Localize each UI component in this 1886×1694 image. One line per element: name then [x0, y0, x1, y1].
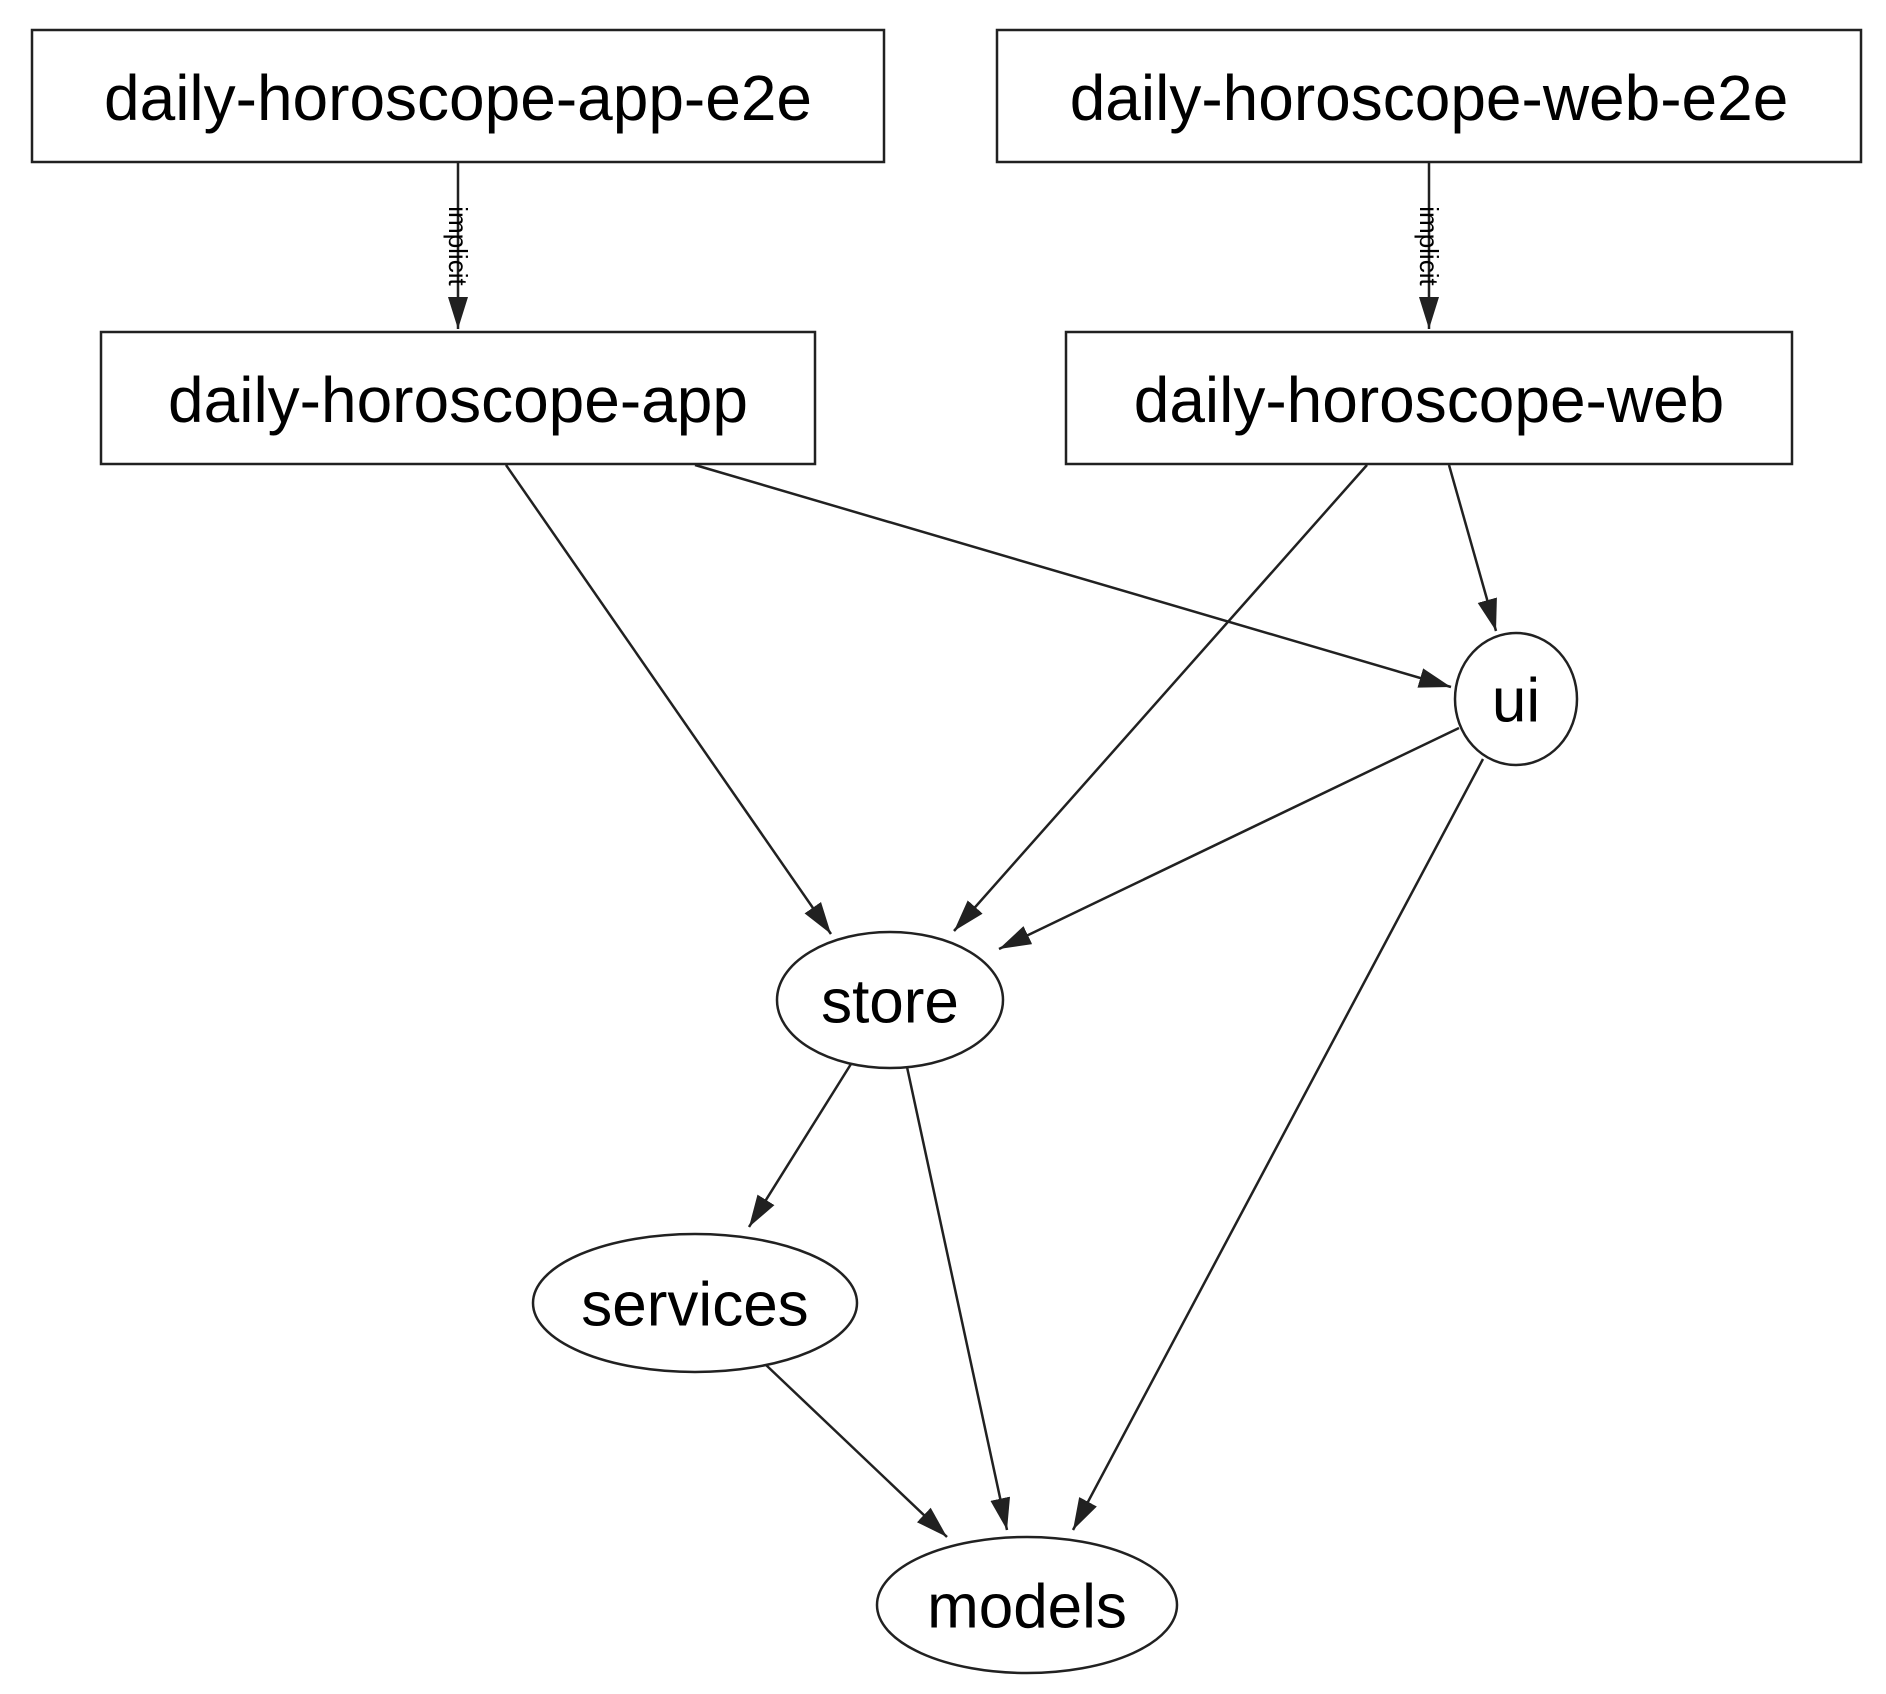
- node-ellipse-models: [875, 1535, 1179, 1675]
- node-daily-horoscope-app: daily-horoscope-app: [99, 330, 817, 466]
- node-daily-horoscope-web-e2e: daily-horoscope-web-e2e: [995, 28, 1863, 164]
- node-box-daily-horoscope-web-e2e: [995, 28, 1863, 164]
- node-label-ui: ui: [1492, 667, 1540, 736]
- edge-label-implicit-app: implicit: [443, 206, 473, 286]
- edges: [448, 162, 1498, 1538]
- edge-ui-to-models: [1071, 758, 1485, 1531]
- edge-store-to-services: [747, 1063, 853, 1228]
- node-daily-horoscope-web: daily-horoscope-web: [1064, 330, 1794, 466]
- node-label-daily-horoscope-app-e2e: daily-horoscope-app-e2e: [104, 62, 812, 134]
- edge-label-implicit-web: implicit: [1414, 206, 1444, 286]
- node-store: store: [775, 930, 1005, 1070]
- edge-services-to-models: [765, 1364, 948, 1538]
- node-box-daily-horoscope-app: [99, 330, 817, 466]
- node-models: models: [875, 1535, 1179, 1675]
- node-box-daily-horoscope-web: [1064, 330, 1794, 466]
- edge-store-to-models: [905, 1066, 1011, 1531]
- edge-app-to-store: [504, 464, 833, 935]
- edge-app-to-ui: [694, 463, 1452, 689]
- edge-web-to-store: [953, 464, 1368, 932]
- edge-web-to-ui: [1447, 464, 1498, 632]
- edge-labels: implicit implicit: [443, 206, 1444, 286]
- node-label-services: services: [581, 1271, 808, 1340]
- nodes: daily-horoscope-app-e2e daily-horoscope-…: [30, 28, 1863, 1675]
- node-ellipse-services: [531, 1232, 859, 1374]
- edge-ui-to-store: [998, 726, 1460, 951]
- node-ellipse-ui: [1453, 631, 1579, 767]
- node-label-daily-horoscope-app: daily-horoscope-app: [168, 364, 748, 436]
- node-services: services: [531, 1232, 859, 1374]
- node-box-daily-horoscope-app-e2e: [30, 28, 886, 164]
- node-label-store: store: [821, 968, 959, 1037]
- node-label-models: models: [927, 1573, 1127, 1642]
- node-daily-horoscope-app-e2e: daily-horoscope-app-e2e: [30, 28, 886, 164]
- node-label-daily-horoscope-web-e2e: daily-horoscope-web-e2e: [1070, 62, 1789, 134]
- node-label-daily-horoscope-web: daily-horoscope-web: [1134, 364, 1725, 436]
- node-ellipse-store: [775, 930, 1005, 1070]
- node-ui: ui: [1453, 631, 1579, 767]
